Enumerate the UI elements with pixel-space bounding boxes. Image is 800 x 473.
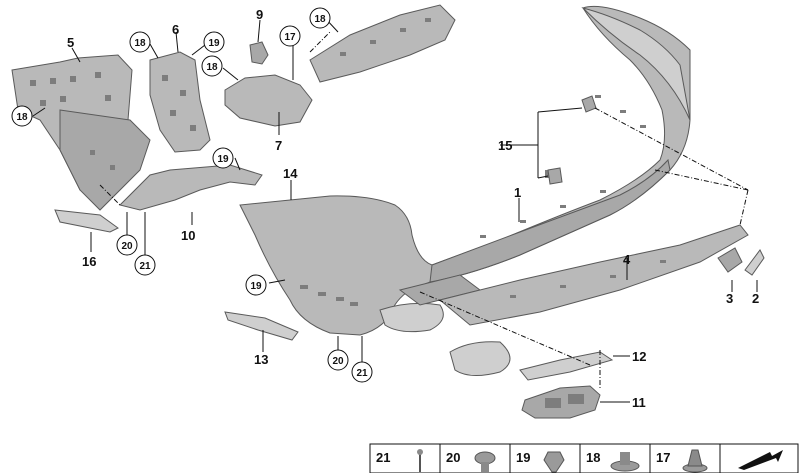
circle-callout-21-bumper: 21	[351, 361, 373, 383]
svg-text:20: 20	[121, 241, 133, 252]
top-reinforcement-bracket	[309, 4, 456, 83]
svg-text:19: 19	[516, 450, 530, 465]
arrow-symbol-icon	[735, 450, 785, 470]
table-cell-20: 20	[446, 450, 496, 472]
table-cell-18: 18	[586, 450, 640, 472]
table-cell-19: 19	[516, 450, 565, 473]
callout-7: 7	[275, 138, 282, 153]
exhaust-tip-part-11	[521, 385, 601, 419]
svg-text:18: 18	[314, 14, 326, 25]
cover-part-7	[224, 74, 313, 127]
circle-callout-20-bumper: 20	[327, 349, 349, 371]
svg-text:18: 18	[586, 450, 600, 465]
callout-12: 12	[632, 349, 646, 364]
trim-part-3	[717, 247, 743, 273]
circle-callout-18-left: 18	[11, 105, 33, 127]
svg-text:20: 20	[446, 450, 460, 465]
svg-text:18: 18	[16, 112, 28, 123]
circle-callout-20-left: 20	[116, 234, 138, 256]
callout-3: 3	[726, 291, 733, 306]
fastener-callouts: 18 18 19 18 17 18 19 20	[11, 7, 373, 383]
circle-callout-18-cover7: 18	[201, 55, 223, 77]
callout-15: 15	[498, 138, 512, 153]
svg-text:19: 19	[250, 281, 262, 292]
svg-text:18: 18	[134, 38, 146, 49]
callout-16: 16	[82, 254, 96, 269]
circle-callout-19-bumper: 19	[245, 274, 267, 296]
strip-part-16	[54, 209, 119, 233]
diffuser-part-4	[438, 224, 749, 326]
circle-callout-19-strip10: 19	[212, 147, 234, 169]
svg-text:19: 19	[208, 38, 220, 49]
svg-text:21: 21	[139, 261, 151, 272]
callout-10: 10	[181, 228, 195, 243]
part-number-callouts: 1 2 3 4 5 6 7 9 10 11 12 13 14 15 16	[67, 7, 759, 410]
left-side-bracket	[11, 54, 151, 211]
callout-5: 5	[67, 35, 74, 50]
callout-2: 2	[752, 291, 759, 306]
svg-text:17: 17	[656, 450, 670, 465]
mounting-strip-part-10	[119, 164, 263, 211]
circle-callout-18-top: 18	[309, 7, 331, 29]
trim-part-2	[744, 249, 765, 276]
svg-text:18: 18	[206, 62, 218, 73]
insert-part-15-upper	[581, 95, 597, 113]
insert-part-15-lower	[547, 167, 563, 185]
circle-callout-21-left: 21	[134, 254, 156, 276]
callout-14: 14	[283, 166, 298, 181]
circle-callout-17: 17	[279, 25, 301, 47]
circle-callout-19-bracket6: 19	[203, 31, 225, 53]
clip-part-9	[249, 41, 269, 65]
svg-text:21: 21	[376, 450, 390, 465]
table-cell-21: 21	[376, 449, 423, 472]
svg-text:19: 19	[217, 154, 229, 165]
reflector-part-13	[224, 311, 299, 341]
fastener-table: 21 20 19 18 17	[369, 443, 799, 473]
callout-11: 11	[632, 395, 646, 410]
dash-dot-lines	[99, 31, 749, 388]
circle-callout-18-bracket6: 18	[129, 31, 151, 53]
callout-13: 13	[254, 352, 268, 367]
svg-text:17: 17	[284, 32, 296, 43]
callout-4: 4	[623, 252, 631, 267]
svg-text:21: 21	[356, 368, 368, 379]
callout-9: 9	[256, 7, 263, 22]
exhaust-trim-part-12	[449, 341, 614, 381]
svg-text:20: 20	[332, 356, 344, 367]
table-cell-17: 17	[656, 449, 708, 473]
rear-bumper-cover	[239, 5, 691, 336]
callout-1: 1	[514, 185, 521, 200]
callout-6: 6	[172, 22, 179, 37]
bracket-part-6	[149, 51, 211, 153]
